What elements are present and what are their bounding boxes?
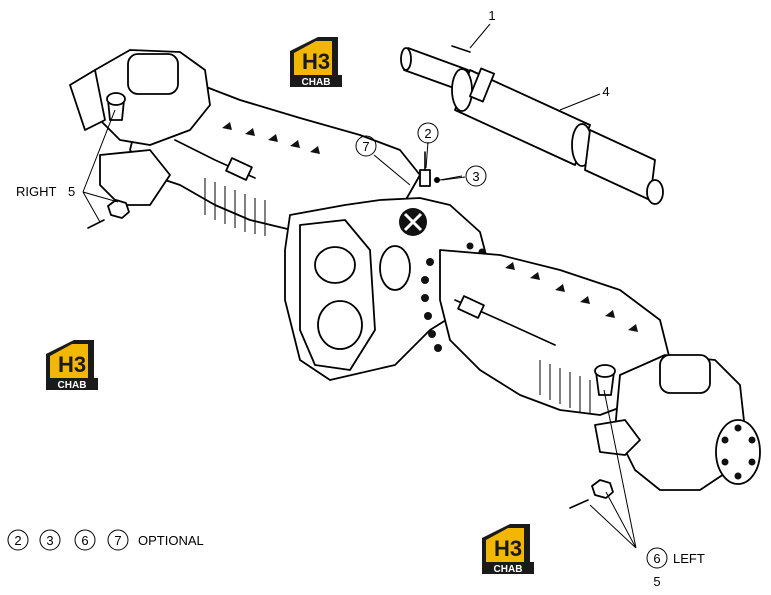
svg-text:5: 5 [68, 184, 75, 199]
svg-text:CHAB: CHAB [302, 77, 331, 88]
callout-2: 2 [417, 122, 439, 144]
flange-bolts [421, 242, 496, 352]
left-side-label: 6 LEFT 5 [646, 547, 705, 589]
svg-text:H3: H3 [302, 49, 330, 74]
optional-legend: 2 3 6 7 OPTIONAL [7, 529, 204, 551]
svg-text:2: 2 [424, 126, 431, 141]
svg-text:1: 1 [488, 8, 495, 23]
svg-text:7: 7 [362, 139, 369, 154]
callout-1: 1 [488, 8, 495, 23]
left-kingpin-cap [659, 354, 711, 394]
callout-4: 4 [602, 84, 609, 99]
left-cotter-pin [569, 499, 589, 509]
right-kingpin-cap [127, 53, 179, 95]
cylinder-rod-eye [646, 179, 664, 205]
diff-port-upper [314, 246, 356, 284]
right-tie-rod-end [225, 157, 253, 181]
svg-text:OPTIONAL: OPTIONAL [138, 533, 204, 548]
left-hub-bolts [721, 424, 756, 480]
watermark-logo: H3 CHAB [46, 340, 98, 391]
steering-cylinder [400, 45, 664, 205]
callout-3: 3 [465, 165, 487, 187]
svg-text:6: 6 [653, 551, 660, 566]
diff-port-lower [317, 300, 363, 350]
left-hub-face [715, 419, 761, 485]
right-arm-ribs [204, 122, 320, 236]
left-castle-nut [591, 479, 614, 499]
svg-text:RIGHT: RIGHT [16, 184, 57, 199]
watermark-logo: H3 CHAB [290, 37, 342, 88]
pin-bolt [451, 45, 471, 53]
breather-fitting [419, 169, 431, 187]
svg-text:5: 5 [653, 574, 660, 589]
right-hub-face [69, 69, 106, 131]
right-lower-knuckle [99, 149, 171, 206]
svg-text:4: 4 [602, 84, 609, 99]
svg-text:CHAB: CHAB [58, 380, 87, 391]
svg-text:H3: H3 [494, 536, 522, 561]
svg-text:LEFT: LEFT [673, 551, 705, 566]
svg-text:3: 3 [472, 169, 479, 184]
svg-text:2: 2 [14, 533, 21, 548]
svg-text:3: 3 [46, 533, 53, 548]
left-arm-ribs [505, 262, 638, 414]
callout-7: 7 [355, 135, 377, 157]
svg-text:6: 6 [81, 533, 88, 548]
cylinder-rod-right [584, 129, 656, 201]
right-castle-nut [107, 199, 130, 219]
diff-side-bore [379, 245, 411, 291]
svg-text:H3: H3 [58, 352, 86, 377]
right-side-label: RIGHT 5 [16, 184, 75, 199]
cylinder-clamp [468, 67, 496, 103]
svg-text:CHAB: CHAB [494, 564, 523, 575]
watermark-logo: H3 CHAB [482, 524, 534, 575]
leader-lines [82, 23, 637, 549]
axle-housing [69, 49, 761, 491]
fitting-nipple [434, 177, 440, 183]
left-tie-rod-end [457, 295, 485, 319]
left-steering-arm [594, 419, 641, 456]
svg-text:7: 7 [114, 533, 121, 548]
right-cotter-pin [87, 219, 105, 229]
right-steering-knuckle [94, 49, 211, 146]
